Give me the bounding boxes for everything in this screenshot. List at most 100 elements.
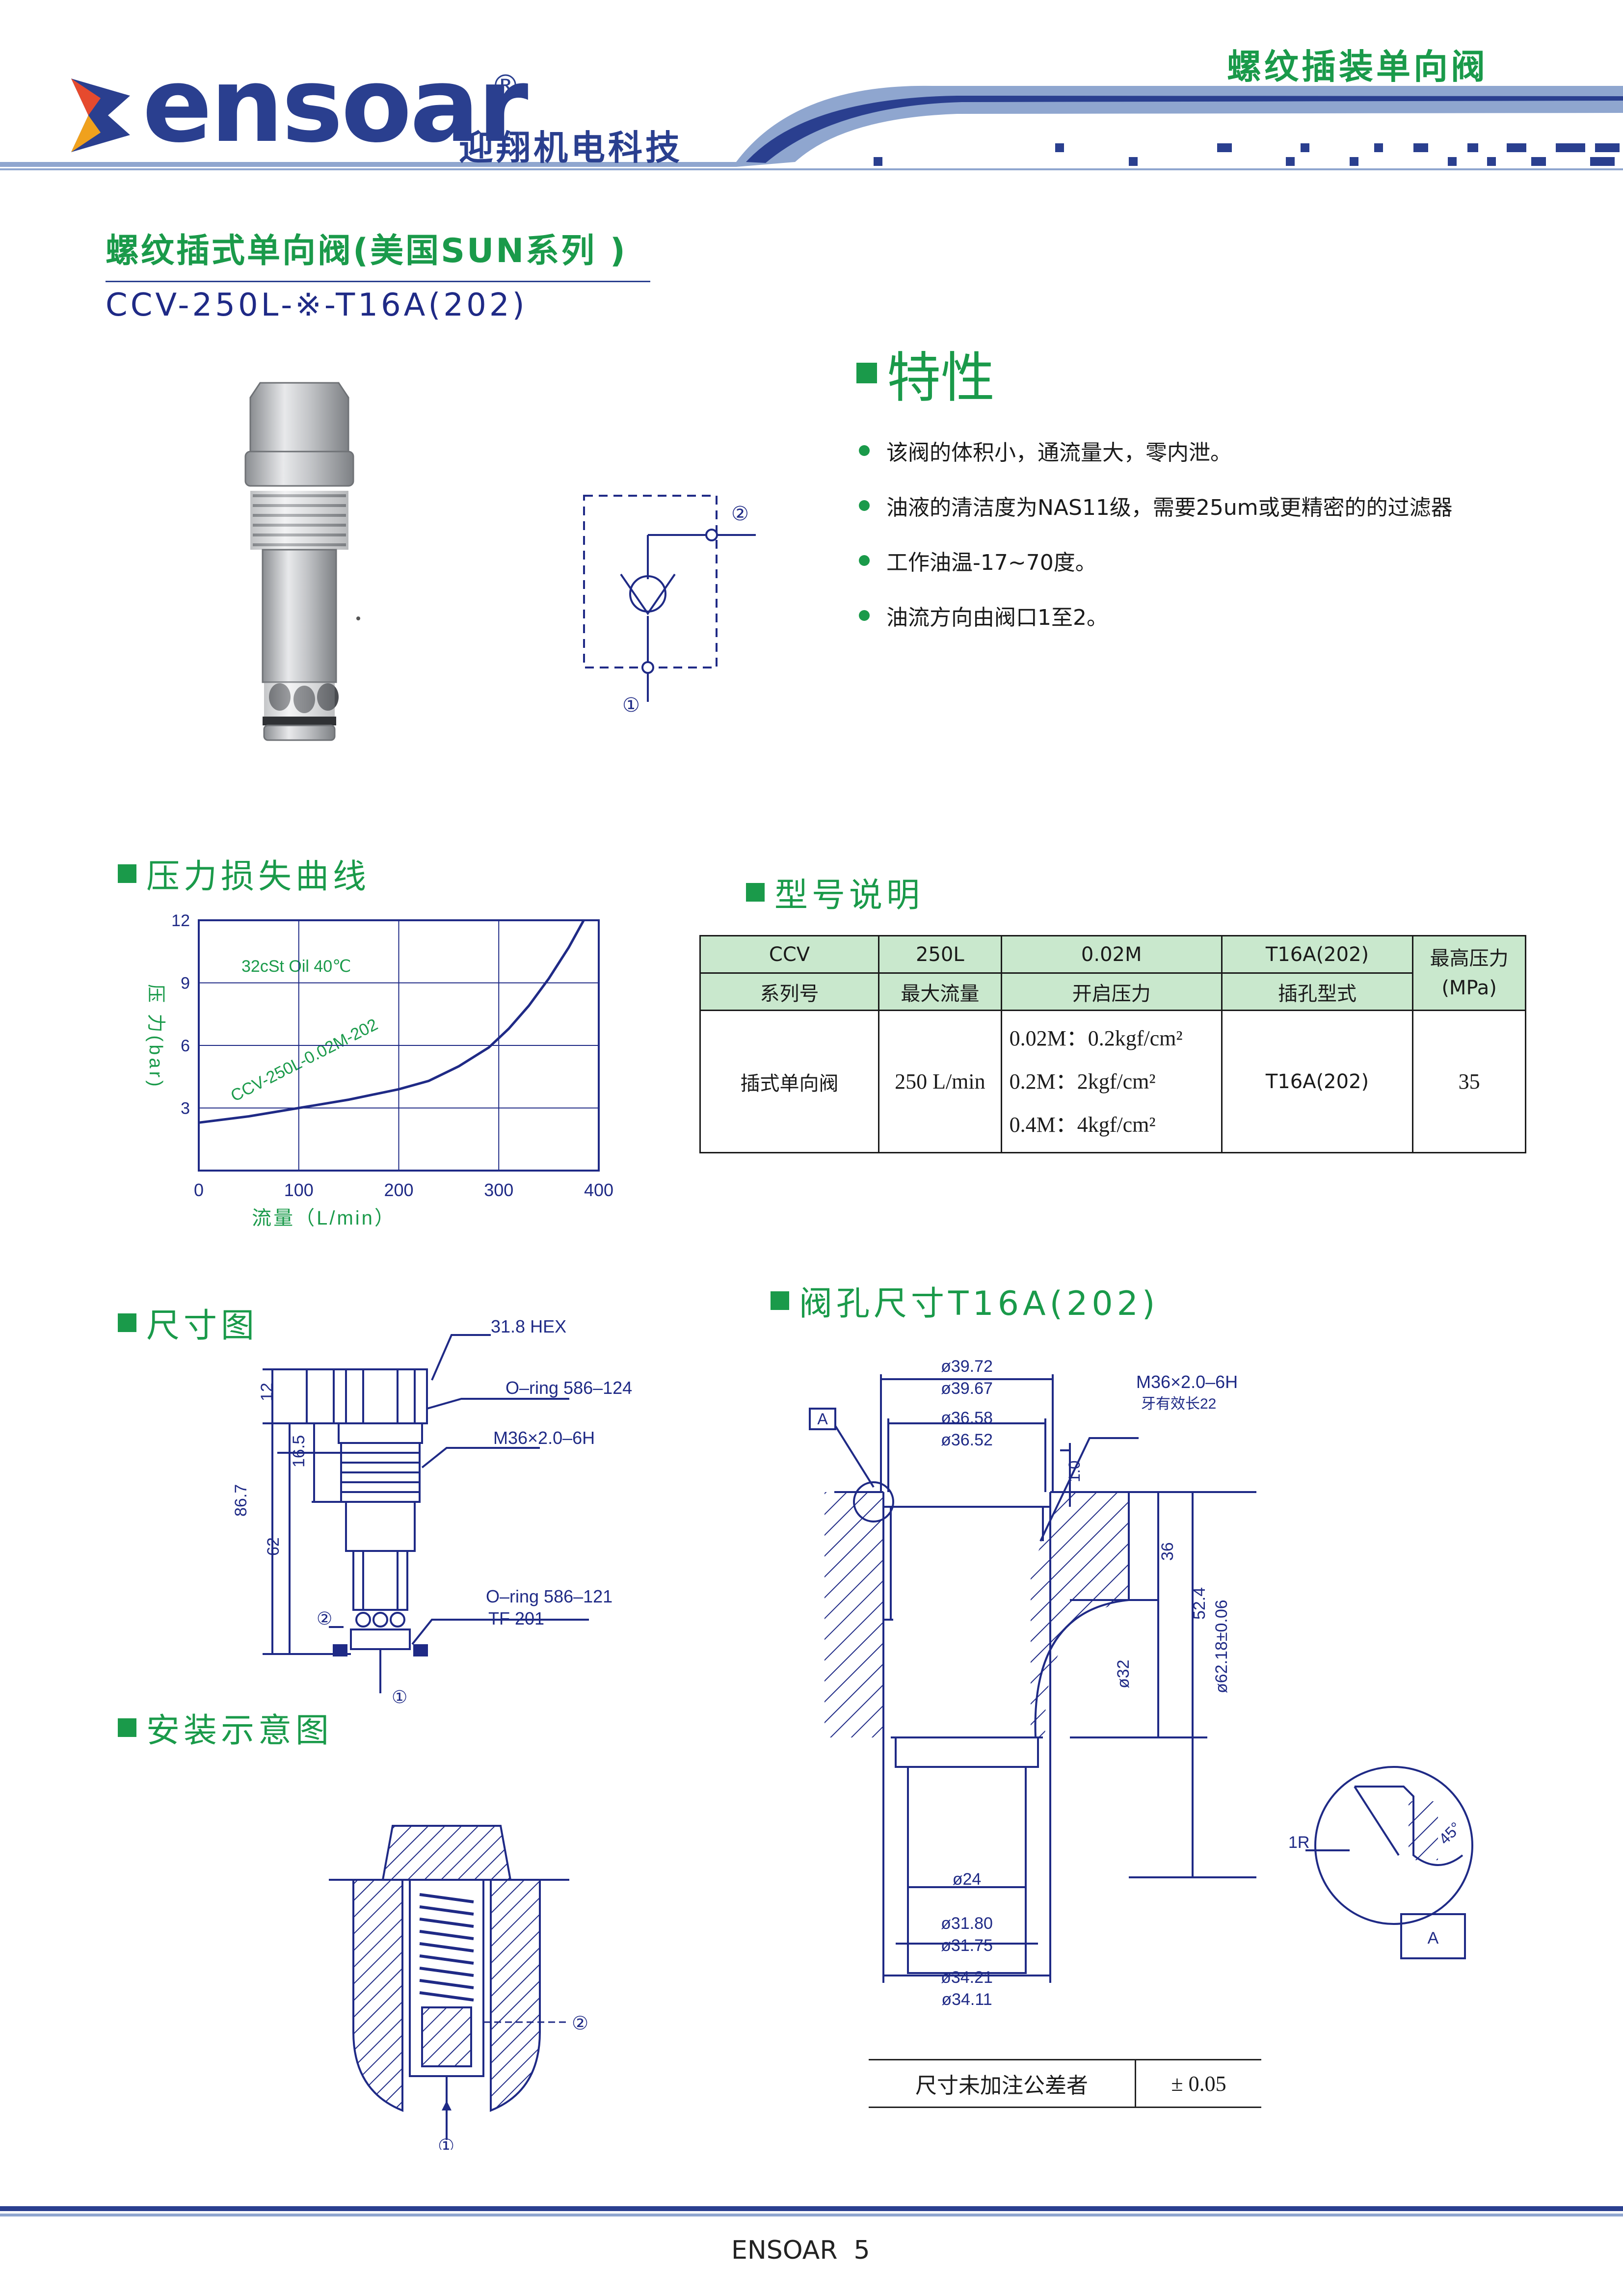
code-cavity: T16A(202) — [1221, 935, 1414, 974]
bullet-icon — [859, 445, 870, 456]
label-series: 系列号 — [699, 972, 880, 1011]
category-title: 螺纹插装单向阀 — [1227, 47, 1488, 87]
chart-y-tick-label: 12 — [171, 911, 190, 930]
features-list: 该阀的体积小，通流量大，零内泄。 油液的清洁度为NAS11级，需要25um或更精… — [859, 437, 1453, 630]
logo-icon — [71, 79, 130, 152]
feature-item: 油流方向由阀口1至2。 — [859, 602, 1453, 630]
dimension-title: 尺寸图 — [118, 1298, 258, 1347]
symbol-port-2: ② — [731, 503, 749, 525]
chart-x-tick-label: 200 — [384, 1180, 413, 1200]
cavity-drawing: ø39.72 ø39.67 ø36.58 ø36.52 M36×2.0–6H 牙… — [809, 1357, 1473, 2009]
chart-x-axis-label: 流量（L/min） — [252, 1207, 396, 1229]
chart-x-tick-label: 0 — [194, 1180, 204, 1200]
cav-d39-72: ø39.72 — [941, 1357, 993, 1376]
footer-rule-light — [0, 2214, 1623, 2216]
chart-y-axis-label: 压 力(bar) — [145, 984, 166, 1090]
label-pressure: 开启压力 — [1000, 972, 1223, 1011]
section-marker-icon — [118, 1313, 136, 1332]
cav-d36-58: ø36.58 — [941, 1409, 993, 1427]
header: ensoar ® 迎翔机电科技 螺纹插装单向阀 — [0, 0, 1623, 187]
footer-text: ENSOAR 5 — [731, 2236, 870, 2265]
dim-62: 62 — [264, 1537, 283, 1556]
section-marker-icon — [118, 1718, 136, 1737]
pressure-curve-title: 压力损失曲线 — [118, 849, 370, 898]
features-title-text: 特性 — [887, 347, 995, 409]
tolerance-label: 尺寸未加注公差者 — [869, 2059, 1136, 2108]
install-port-2: ② — [572, 2013, 588, 2034]
cav-d34-21: ø34.21 — [941, 1968, 993, 1987]
dim-16-5: 16.5 — [290, 1435, 308, 1468]
cav-d24: ø24 — [953, 1870, 982, 1889]
chart-x-tick-label: 300 — [484, 1180, 513, 1200]
oring2-label: O–ring 586–121 — [486, 1586, 612, 1606]
company-name: 迎翔机电科技 — [459, 128, 683, 168]
row-pressures: 0.02M：0.2kgf/cm² 0.2M：2kgf/cm² 0.4M：4kgf… — [1000, 1010, 1223, 1153]
feature-item: 该阀的体积小，通流量大，零内泄。 — [859, 437, 1453, 465]
install-port-1: ① — [438, 2136, 454, 2150]
bullet-icon — [859, 555, 870, 566]
product-title: 螺纹插式单向阀(美国SUN系列 ) — [106, 232, 627, 270]
pressure-option: 0.4M：4kgf/cm² — [1009, 1112, 1156, 1137]
cav-d31-80: ø31.80 — [941, 1914, 993, 1933]
tf-label: TF 201 — [488, 1608, 544, 1629]
row-cavity: T16A(202) — [1221, 1010, 1414, 1153]
footer-rule — [0, 2206, 1623, 2211]
label-flow: 最大流量 — [878, 972, 1002, 1011]
brand-name: ensoar — [142, 45, 528, 165]
code-pressure: 0.02M — [1000, 935, 1223, 974]
row-max-pressure: 35 — [1412, 1010, 1526, 1153]
hex-label: 31.8 HEX — [491, 1316, 566, 1336]
chart-y-tick-label: 3 — [181, 1099, 190, 1118]
section-marker-icon — [771, 1291, 789, 1310]
curve-label: CCV-250L-0.02M-202 — [228, 1015, 381, 1105]
oring1-label: O–ring 586–124 — [506, 1378, 632, 1398]
bullet-icon — [859, 610, 870, 621]
dimension-drawing: 31.8 HEX O–ring 586–124 M36×2.0–6H O–rin… — [232, 1316, 632, 1707]
feature-item: 工作油温-17~70度。 — [859, 547, 1453, 575]
pressure-loss-chart: 压 力(bar) 流量（L/min） 32cSt Oil 40℃ CCV-250… — [145, 911, 613, 1229]
product-photo — [244, 382, 360, 741]
cav-d32: ø32 — [1114, 1659, 1133, 1688]
install-diagram: ② ① — [329, 1825, 588, 2150]
cav-d36-52: ø36.52 — [941, 1431, 993, 1449]
code-series: CCV — [699, 935, 880, 974]
cav-d52-4: 52.4 — [1190, 1587, 1209, 1620]
section-marker-icon — [856, 363, 877, 383]
row-flow: 250 L/min — [878, 1010, 1002, 1153]
header-decoration — [0, 85, 1623, 170]
model-table-title: 型号说明 — [746, 868, 924, 916]
pressure-option: 0.2M：2kgf/cm² — [1009, 1069, 1156, 1094]
cav-ref-a: A — [817, 1410, 828, 1428]
section-marker-icon — [118, 864, 136, 883]
cav-d62-18: ø62.18±0.06 — [1212, 1600, 1231, 1693]
features-title: 特性 — [856, 334, 995, 412]
cav-thread: M36×2.0–6H — [1136, 1372, 1238, 1392]
code-flow: 250L — [878, 935, 1002, 974]
chart-x-tick-label: 400 — [584, 1180, 613, 1200]
chart-series-line — [198, 919, 585, 1124]
chart-y-tick-label: 6 — [181, 1037, 190, 1055]
cav-d39-67: ø39.67 — [941, 1379, 993, 1398]
feature-item: 油液的清洁度为NAS11级，需要25um或更精密的的过滤器 — [859, 492, 1453, 520]
section-marker-icon — [746, 882, 765, 902]
chart-x-tick-label: 100 — [284, 1180, 314, 1200]
cav-d31-75: ø31.75 — [941, 1936, 993, 1955]
thread-label: M36×2.0–6H — [493, 1428, 595, 1448]
row-type: 插式单向阀 — [699, 1010, 880, 1153]
cav-detail-a: A — [1428, 1929, 1439, 1948]
cav-d1-0: 1.0 — [1065, 1461, 1083, 1482]
tolerance-table: 尺寸未加注公差者 ± 0.05 — [869, 2059, 1261, 2108]
registered-mark: ® — [491, 69, 520, 103]
cavity-title: 阀孔尺寸T16A(202) — [771, 1276, 1159, 1325]
check-valve-symbol: ② ① — [583, 495, 756, 717]
label-cavity: 插孔型式 — [1221, 972, 1414, 1011]
max-pressure-header: 最高压力(MPa) — [1412, 935, 1526, 1011]
chart-y-tick-label: 9 — [181, 974, 190, 993]
symbol-port-1: ① — [622, 694, 640, 717]
tolerance-value: ± 0.05 — [1135, 2059, 1261, 2108]
dim-12: 12 — [258, 1383, 276, 1401]
bullet-icon — [859, 500, 870, 511]
title-underline — [106, 281, 650, 282]
cav-thread-length: 牙有效长22 — [1141, 1396, 1216, 1412]
pressure-option: 0.02M：0.2kgf/cm² — [1009, 1026, 1183, 1050]
